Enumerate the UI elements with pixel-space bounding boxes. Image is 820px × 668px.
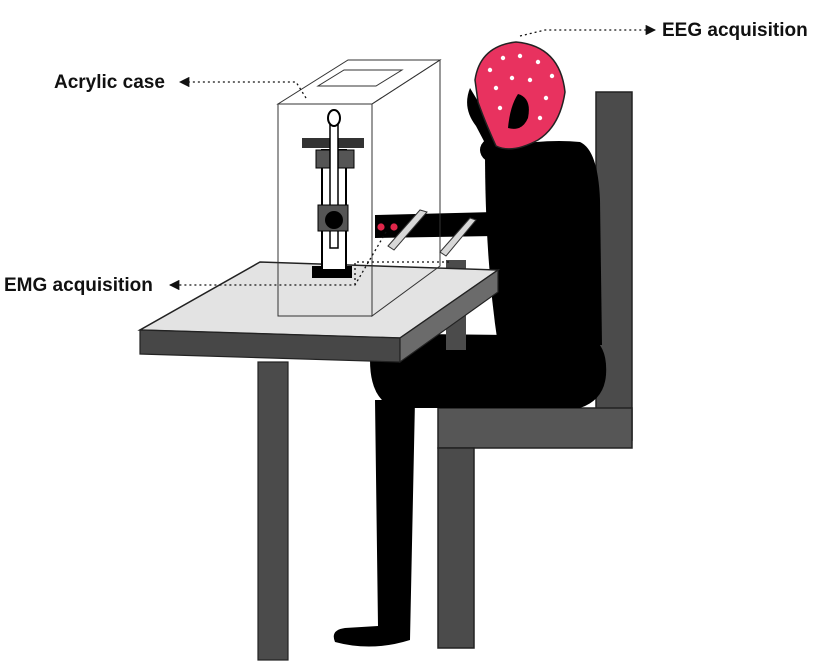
eeg-electrode: [497, 105, 503, 111]
hand: [325, 211, 343, 229]
ear-cutout: [508, 94, 529, 129]
emg-electrodes: [377, 223, 398, 231]
case-leader-line: [178, 76, 307, 99]
emg-electrode: [377, 223, 385, 231]
table: [137, 260, 501, 661]
eeg-electrode: [493, 85, 499, 91]
eeg-electrode: [487, 67, 493, 73]
eeg-electrode: [543, 95, 549, 101]
chair: [437, 91, 633, 649]
table-front-leg: [257, 361, 289, 661]
acrylic-case: [276, 59, 442, 317]
leader-lines: [168, 24, 657, 291]
eeg-electrodes: [487, 53, 555, 121]
person-thigh: [370, 334, 607, 408]
eeg-cap: [467, 41, 566, 150]
acrylic-case-label: Acrylic case: [54, 72, 165, 93]
person: [333, 136, 607, 647]
person-torso: [485, 141, 602, 345]
emg-leader-line-floor: [354, 261, 450, 285]
eeg-electrode: [549, 73, 555, 79]
eeg-electrode: [517, 53, 523, 59]
arm-strap: [387, 209, 428, 251]
emg-acquisition-label: EMG acquisition: [4, 275, 153, 296]
eeg-electrode: [535, 59, 541, 65]
eeg-acquisition-label: EEG acquisition: [662, 20, 808, 41]
eeg-electrode: [537, 115, 543, 121]
eeg-leader-line: [519, 24, 657, 37]
chair-front-leg: [437, 447, 475, 649]
eeg-electrode: [527, 77, 533, 83]
table-side-edge: [399, 268, 499, 364]
apparatus-handle: [327, 109, 341, 127]
emg-electrode: [390, 223, 398, 231]
arm-strap: [439, 217, 477, 257]
eeg-electrode: [509, 75, 515, 81]
apparatus: [302, 109, 477, 278]
chair-seat: [437, 407, 633, 449]
acrylic-case-slot: [316, 69, 404, 87]
acrylic-case-side: [371, 59, 441, 317]
eeg-electrode: [500, 55, 506, 61]
person-lower-leg: [333, 400, 415, 647]
